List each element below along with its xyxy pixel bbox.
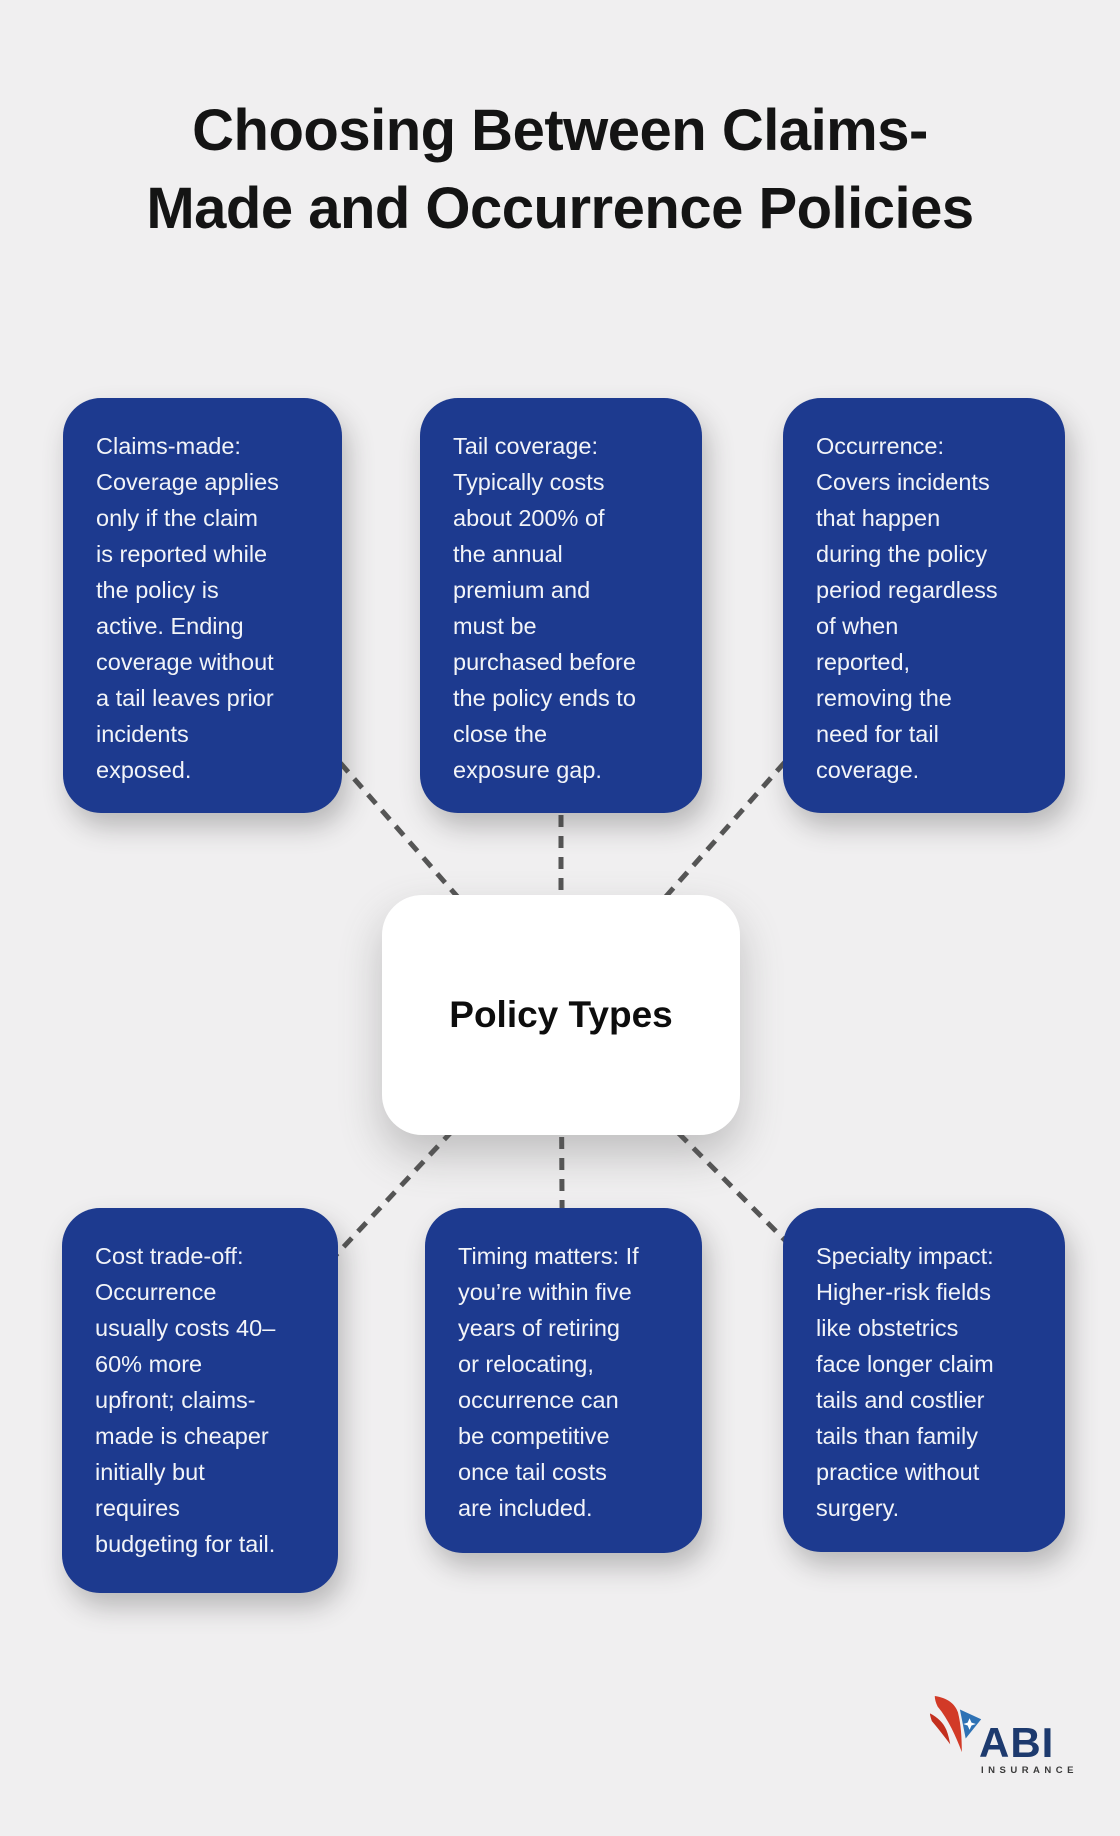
center-node-label: Policy Types <box>449 994 673 1035</box>
page-title: Choosing Between Claims- Made and Occurr… <box>146 98 974 241</box>
node-timing-matters-text: Timing matters: If you’re within five ye… <box>458 1243 639 1521</box>
center-node-policy-types: Policy Types <box>382 895 740 1135</box>
node-tail-coverage: Tail coverage: Typically costs about 200… <box>420 398 702 813</box>
logo-name: ABI <box>979 1719 1055 1766</box>
node-occurrence: Occurrence: Covers incidents that happen… <box>783 398 1065 813</box>
node-specialty-impact-text: Specialty impact: Higher-risk fields lik… <box>816 1243 994 1521</box>
node-occurrence-text: Occurrence: Covers incidents that happen… <box>816 433 998 783</box>
logo-swoosh-outer <box>934 1696 962 1753</box>
logo-text-block: ABI INSURANCE <box>979 1719 1078 1777</box>
node-claims-made: Claims-made: Coverage applies only if th… <box>63 398 342 813</box>
logo-tagline: INSURANCE <box>981 1765 1078 1776</box>
node-cost-trade-off: Cost trade-off: Occurrence usually costs… <box>62 1208 338 1593</box>
abi-logo-mark-icon <box>929 1696 982 1753</box>
node-cost-trade-off-text: Cost trade-off: Occurrence usually costs… <box>95 1243 276 1557</box>
node-specialty-impact: Specialty impact: Higher-risk fields lik… <box>783 1208 1065 1552</box>
node-tail-coverage-text: Tail coverage: Typically costs about 200… <box>453 433 636 783</box>
node-timing-matters: Timing matters: If you’re within five ye… <box>425 1208 702 1553</box>
abi-insurance-logo: ABI INSURANCE <box>928 1692 1078 1776</box>
logo-star-icon <box>963 1718 976 1730</box>
node-claims-made-text: Claims-made: Coverage applies only if th… <box>96 433 279 783</box>
logo-swoosh-inner <box>929 1713 951 1745</box>
